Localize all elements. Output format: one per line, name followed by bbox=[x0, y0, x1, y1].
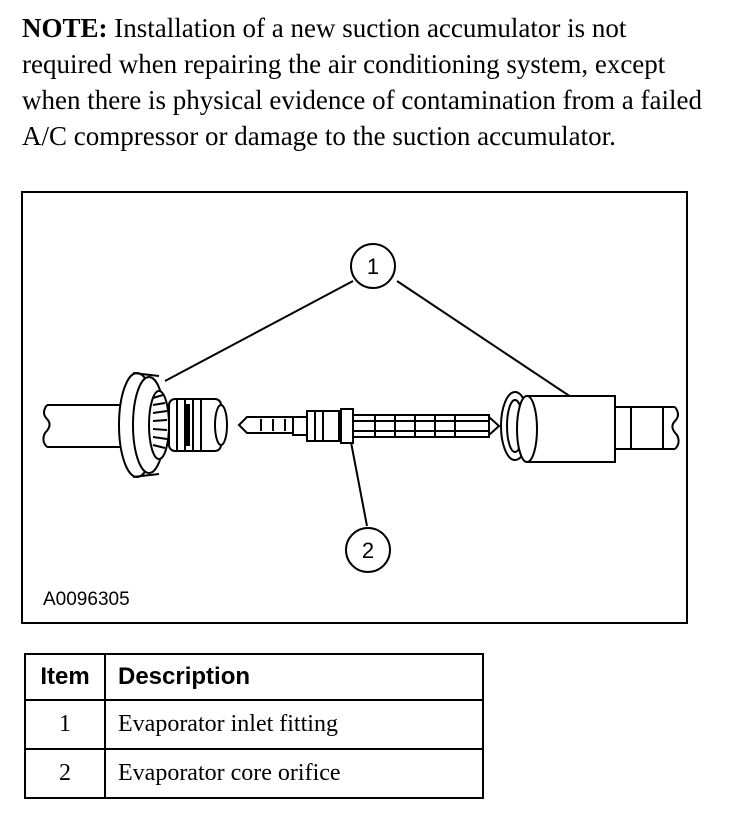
legend-header-row: Item Description bbox=[24, 653, 484, 701]
legend-table: Item Description 1 Evaporator inlet fitt… bbox=[24, 653, 484, 799]
row-description: Evaporator core orifice bbox=[104, 748, 484, 799]
accumulator-fitting bbox=[516, 395, 680, 463]
table-row: 2 Evaporator core orifice bbox=[24, 748, 484, 799]
note-text: Installation of a new suction accumulato… bbox=[22, 13, 702, 151]
figure-id: A0096305 bbox=[43, 589, 130, 610]
row-description: Evaporator inlet fitting bbox=[104, 699, 484, 750]
callout-1: 1 bbox=[350, 243, 396, 289]
callout-1-label: 1 bbox=[367, 254, 379, 279]
row-item: 2 bbox=[24, 748, 106, 799]
callout-2-label: 2 bbox=[362, 538, 374, 563]
installation-note: NOTE: Installation of a new suction accu… bbox=[22, 10, 722, 154]
leader-line-2 bbox=[349, 436, 368, 527]
note-label: NOTE: bbox=[22, 13, 108, 43]
header-description: Description bbox=[104, 653, 484, 701]
callout-2: 2 bbox=[345, 527, 391, 573]
orifice-tube bbox=[237, 408, 501, 444]
component-illustration: 1 2 A0096305 bbox=[21, 191, 688, 624]
exploded-view-drawing: 1 2 bbox=[42, 243, 680, 573]
table-row: 1 Evaporator inlet fitting bbox=[24, 699, 484, 750]
left-tube bbox=[42, 404, 123, 448]
inlet-fitting-nipple bbox=[168, 398, 228, 452]
leader-line-1a bbox=[164, 280, 354, 382]
leader-line-1b bbox=[396, 280, 572, 398]
row-item: 1 bbox=[24, 699, 106, 750]
inlet-fitting-flange bbox=[118, 372, 170, 478]
header-item: Item bbox=[24, 653, 106, 701]
